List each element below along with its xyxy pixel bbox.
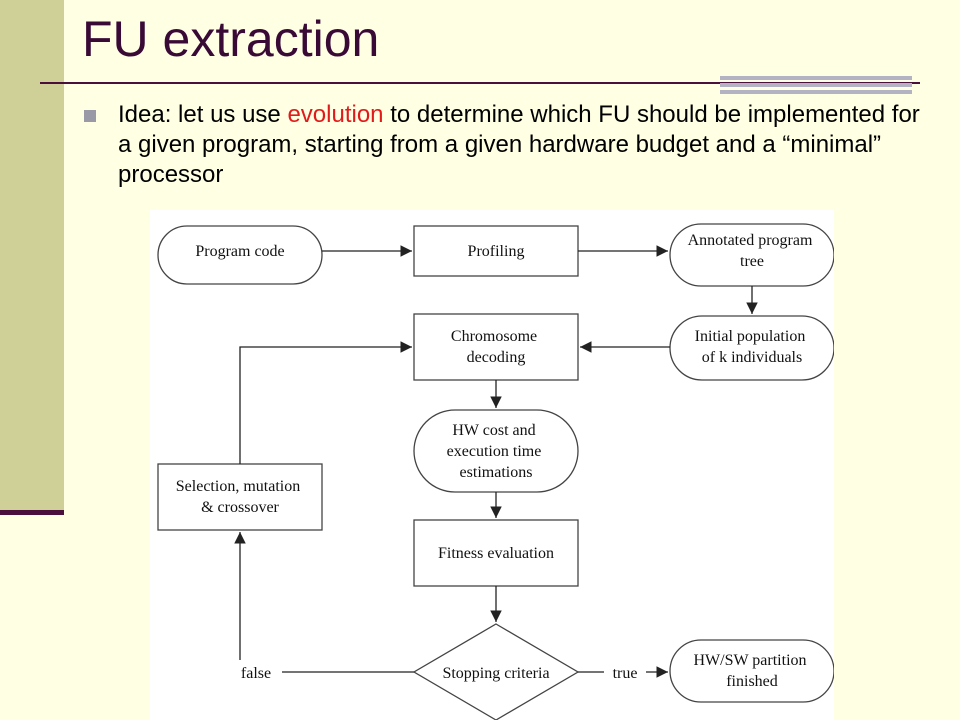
label-line: HW/SW partition — [693, 652, 806, 669]
flowchart-svg: false true Program code Profiling Annota… — [157, 223, 834, 720]
label-annotated-tree: Annotated program tree — [688, 232, 817, 270]
bullet-suffix: to determine which FU should be implemen… — [118, 101, 920, 188]
node-chromosome-decoding — [413, 313, 579, 381]
label-line: Selection, mutation — [176, 478, 300, 495]
bullet-marker — [84, 110, 96, 122]
true-label-bg — [604, 660, 646, 684]
label-line: & crossover — [201, 499, 279, 516]
label-profiling: Profiling — [468, 243, 525, 260]
bullet-highlight: evolution — [287, 101, 384, 128]
label-line: tree — [740, 253, 764, 270]
label-selection: Selection, mutation & crossover — [176, 478, 304, 516]
label-line: execution time — [447, 443, 542, 460]
node-initial-population — [669, 315, 834, 381]
label-line: Program code — [195, 243, 284, 260]
node-selection — [157, 463, 323, 531]
label-line: Annotated program — [688, 232, 813, 249]
label-initial-population: Initial population of k individuals — [695, 328, 810, 366]
node-program-code — [157, 225, 323, 285]
label-line: Initial population — [695, 328, 806, 345]
label-line: Fitness evaluation — [438, 545, 554, 562]
node-finished — [669, 639, 834, 703]
node-fitness — [413, 519, 579, 587]
sidebar-rule — [0, 510, 64, 515]
bullet-text: Idea: let us use evolution to determine … — [118, 100, 928, 190]
label-finished: HW/SW partition finished — [693, 652, 810, 690]
false-label: false — [241, 665, 271, 682]
node-profiling — [413, 225, 579, 277]
label-line: estimations — [460, 464, 533, 481]
label-hw-cost: HW cost and execution time estimations — [447, 422, 546, 481]
false-label-bg — [230, 660, 282, 684]
label-stopping: Stopping criteria — [442, 665, 549, 682]
label-line: Profiling — [468, 243, 525, 260]
node-stopping — [412, 623, 580, 720]
edge-stopping-false — [234, 532, 414, 673]
label-line: Chromosome — [451, 328, 537, 345]
sidebar-accent — [0, 0, 64, 510]
edge-selection-to-decoding — [239, 341, 412, 464]
title-underline — [40, 82, 920, 84]
label-line: of k individuals — [702, 349, 802, 366]
label-line: Stopping criteria — [442, 665, 549, 682]
slide-title: FU extraction — [82, 11, 380, 67]
label-line: HW cost and — [452, 422, 535, 439]
label-line: finished — [726, 673, 778, 690]
label-program-code: Program code — [195, 243, 284, 260]
bullet-prefix: Idea: let us use — [118, 101, 288, 128]
label-fitness: Fitness evaluation — [438, 545, 554, 562]
true-label: true — [613, 665, 638, 682]
label-line: decoding — [467, 349, 526, 366]
label-chromosome-decoding: Chromosome decoding — [451, 328, 541, 366]
decorative-bars — [720, 76, 912, 97]
flowchart-figure: false true Program code Profiling Annota… — [150, 210, 834, 720]
